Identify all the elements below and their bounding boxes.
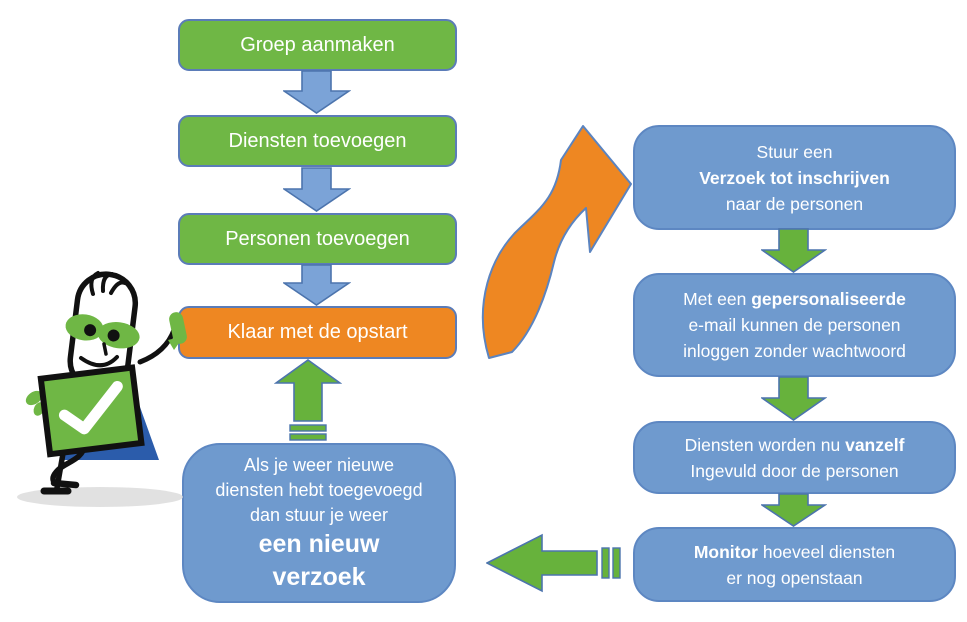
text-line: e-mail kunnen de personen xyxy=(688,315,901,335)
text-line: Stuur een xyxy=(756,141,833,162)
step-label: Personen toevoegen xyxy=(225,227,410,250)
step-box-diensten-toevoegen: Diensten toevoegen xyxy=(178,115,457,167)
text-line: verzoek xyxy=(272,562,366,591)
step-label: Klaar met de opstart xyxy=(227,321,408,343)
text-line: Als je weer nieuwe xyxy=(243,454,395,475)
flow-arrow-down-icon xyxy=(761,228,827,273)
text-line: Ingevuld door de personen xyxy=(690,460,899,481)
flow-arrow-down-icon xyxy=(283,167,351,212)
step-label: Diensten toevoegen xyxy=(228,129,407,152)
flow-arrow-down-icon xyxy=(761,376,827,421)
text-line: Diensten worden nu vanzelf xyxy=(684,434,905,455)
mascot-right-hand xyxy=(168,312,187,350)
step-box-klaar-met-opstart: Klaar met de opstart xyxy=(178,306,457,359)
text-line: er nog openstaan xyxy=(726,567,863,588)
flow-arrow-down-icon xyxy=(761,493,827,527)
flow-arrow-left-striped-icon xyxy=(486,533,621,593)
mascot-checkmark xyxy=(58,380,123,435)
text-line: naar de personen xyxy=(725,193,864,214)
mascot-figure xyxy=(17,271,187,507)
flow-arrow-up-striped-icon xyxy=(274,359,342,441)
text-line: Verzoek tot inschrijven xyxy=(699,167,890,188)
info-box-monitor: Monitor hoeveel diensten er nog openstaan xyxy=(633,527,956,602)
text-line: een nieuw xyxy=(258,529,380,558)
text-line: Met een gepersonaliseerde xyxy=(683,289,906,309)
orange-curve-arrow-icon xyxy=(481,125,632,359)
info-box-gepersonaliseerde-email: Met een gepersonaliseerde e-mail kunnen d… xyxy=(633,273,956,377)
text-line: dan stuur je weer xyxy=(249,504,389,525)
step-box-personen-toevoegen: Personen toevoegen xyxy=(178,213,457,265)
flow-arrow-down-icon xyxy=(283,70,351,114)
flow-arrow-down-icon xyxy=(283,264,351,306)
text-line: Monitor hoeveel diensten xyxy=(693,541,896,562)
text-line: inloggen zonder wachtwoord xyxy=(683,341,906,361)
step-label: Groep aanmaken xyxy=(240,33,395,56)
mascot-torso xyxy=(37,364,145,458)
mascot-goggles xyxy=(65,314,140,349)
text-line: diensten hebt toegevoegd xyxy=(215,479,423,500)
loop-box-nieuw-verzoek: Als je weer nieuwe diensten hebt toegevoe… xyxy=(182,443,456,603)
step-box-groep-aanmaken: Groep aanmaken xyxy=(178,19,457,71)
